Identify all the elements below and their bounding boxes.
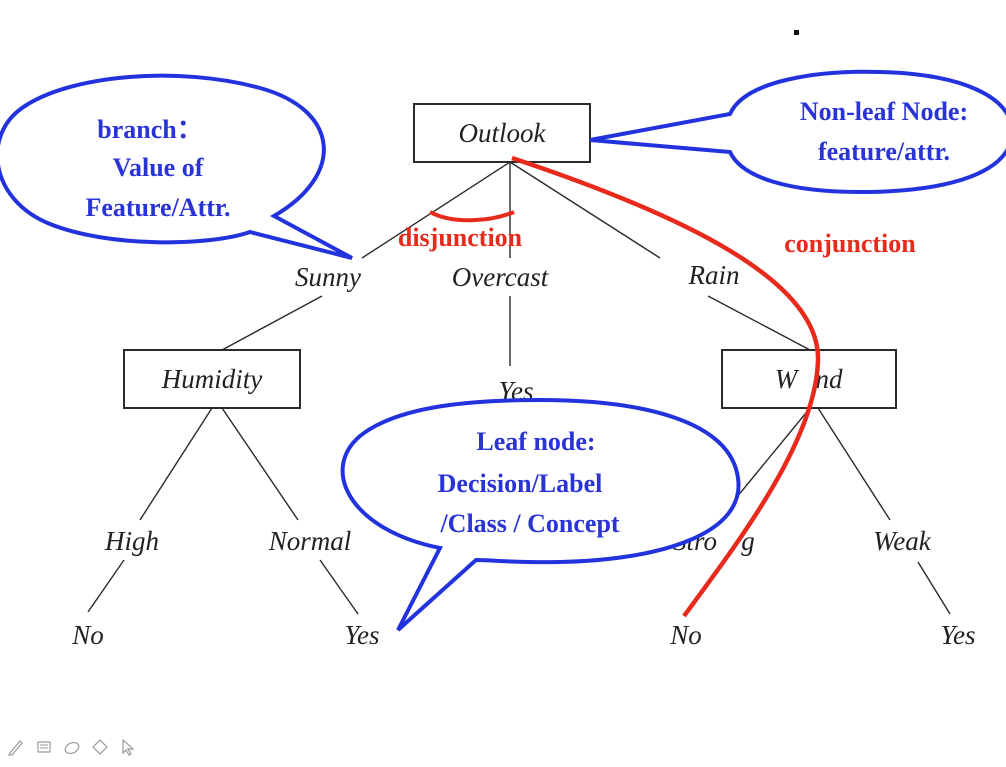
humidity-node-box xyxy=(123,349,301,409)
edge-rain-wind xyxy=(707,295,811,351)
rain-label: Rain xyxy=(688,260,740,290)
nonleaf-callout: Non-leaf Node: feature/attr. xyxy=(589,69,1006,195)
wind-label-b: nd xyxy=(816,364,844,394)
edge-outlook-rain xyxy=(509,161,661,259)
strong-no-label: No xyxy=(669,620,702,650)
branch-callout-line1: branch： xyxy=(97,115,202,144)
branch-callout-bubble xyxy=(0,73,353,260)
humidity-label: Humidity xyxy=(161,364,263,394)
nonleaf-callout-line2: feature/attr. xyxy=(818,137,950,166)
outlook-label: Outlook xyxy=(459,118,547,148)
leaf-callout-line2: Decision/Label xyxy=(438,469,603,498)
high-label: High xyxy=(104,526,159,556)
leaf-callout-bubble xyxy=(340,397,741,632)
nonleaf-callout-bubble xyxy=(589,69,1006,195)
conjunction-label: conjunction xyxy=(784,229,916,258)
weak-label: Weak xyxy=(873,526,931,556)
edge-humidity-high xyxy=(139,407,213,521)
disjunction-label: disjunction xyxy=(398,223,523,252)
edge-wind-weak xyxy=(817,407,891,521)
dot-mark xyxy=(794,30,799,35)
branch-callout-line3: Feature/Attr. xyxy=(85,193,230,222)
outlook-node-box xyxy=(413,103,591,163)
wind-label-a: W xyxy=(775,364,800,394)
annotation-toolbar xyxy=(6,736,138,758)
conjunction-path xyxy=(511,155,821,618)
disjunction-arc xyxy=(429,210,515,223)
highlighter-icon[interactable] xyxy=(34,737,54,757)
weak-yes-label: Yes xyxy=(940,620,975,650)
sunny-label: Sunny xyxy=(295,262,361,292)
shape-icon[interactable] xyxy=(90,737,110,757)
edge-outlook-sunny xyxy=(361,161,511,259)
high-no-label: No xyxy=(71,620,104,650)
nonleaf-callout-line1: Non-leaf Node: xyxy=(800,97,968,126)
tree-edges xyxy=(87,161,951,615)
edge-normal-yes xyxy=(319,559,359,615)
leaf-callout-line1: Leaf node: xyxy=(476,427,595,456)
leaf-callout-line3: /Class / Concept xyxy=(439,509,619,538)
pen-icon[interactable] xyxy=(6,737,26,757)
edge-weak-yes xyxy=(917,561,951,615)
pointer-icon[interactable] xyxy=(118,737,138,757)
branch-callout-line2: Value of xyxy=(113,153,204,182)
eraser-icon[interactable] xyxy=(62,737,82,757)
edge-high-no xyxy=(87,559,125,613)
edge-humidity-normal xyxy=(221,407,299,521)
leaf-callout: Leaf node: Decision/Label /Class / Conce… xyxy=(340,397,741,632)
branch-callout: branch： Value of Feature/Attr. xyxy=(0,73,353,260)
wind-node-box xyxy=(721,349,897,409)
normal-label: Normal xyxy=(268,526,352,556)
overcast-label: Overcast xyxy=(452,262,550,292)
edge-sunny-humidity xyxy=(221,295,323,351)
normal-yes-label: Yes xyxy=(344,620,379,650)
